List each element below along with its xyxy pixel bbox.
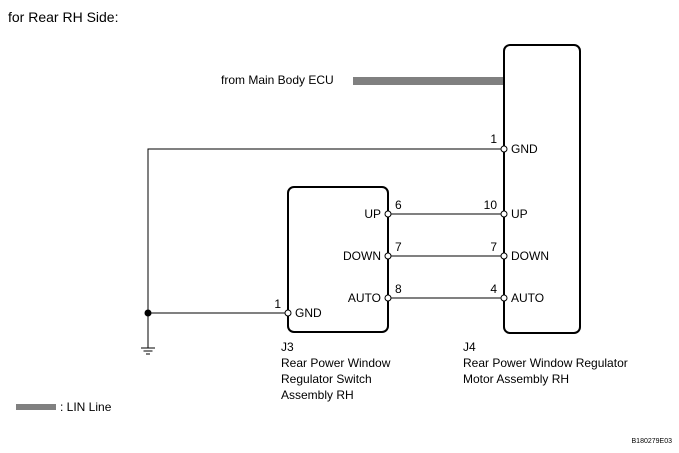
j3-name-line: Rear Power Window xyxy=(281,356,391,370)
j4-pin-auto xyxy=(500,294,508,302)
j4-pin-number: 4 xyxy=(490,282,497,296)
j3-pin-down xyxy=(384,252,392,260)
j4-pin-label: GND xyxy=(511,142,538,156)
j4-name-line: Motor Assembly RH xyxy=(463,372,569,386)
j3-pin-number: 7 xyxy=(395,240,402,254)
j4-pin-label: DOWN xyxy=(511,249,549,263)
legend: : LIN Line xyxy=(16,400,112,414)
j4-pin-number: 10 xyxy=(484,198,498,212)
j4-gnd-wire xyxy=(147,148,504,348)
lin-line xyxy=(353,77,504,85)
j3-pin-up xyxy=(384,210,392,218)
ground-junction-dot xyxy=(144,309,152,317)
j4-pin-up xyxy=(500,210,508,218)
figure-code: B180279E03 xyxy=(632,438,673,445)
j3-name-line: Assembly RH xyxy=(281,388,354,402)
lin-source-label: from Main Body ECU xyxy=(221,73,334,87)
j3-pin-label: DOWN xyxy=(343,249,381,263)
legend-label: : LIN Line xyxy=(60,400,112,414)
j3-pin-label: UP xyxy=(364,207,381,221)
j4-pin-down xyxy=(500,252,508,260)
j3-pin-number: 6 xyxy=(395,198,402,212)
j3-pin-number: 8 xyxy=(395,282,402,296)
diagram-title: for Rear RH Side: xyxy=(8,9,118,25)
j4-pin-gnd xyxy=(500,145,508,153)
j3-pin-auto xyxy=(384,294,392,302)
j3-pin-label: GND xyxy=(295,306,322,320)
wires xyxy=(147,148,504,348)
j4-pin-number: 1 xyxy=(490,132,497,146)
j4-pin-number: 7 xyxy=(490,240,497,254)
j4-caption: J4 Rear Power Window Regulator Motor Ass… xyxy=(463,340,628,386)
j3-pin-label: AUTO xyxy=(348,291,381,305)
j4-connector-box xyxy=(503,44,581,334)
j3-pin-gnd xyxy=(284,309,292,317)
lin-line-legend-swatch xyxy=(16,404,56,410)
j4-pin-label: UP xyxy=(511,207,528,221)
j3-connector-id: J3 xyxy=(281,340,294,354)
j3-caption: J3 Rear Power Window Regulator Switch As… xyxy=(281,340,391,402)
j4-pin-label: AUTO xyxy=(511,291,544,305)
j4-name-line: Rear Power Window Regulator xyxy=(463,356,628,370)
j3-pin-number: 1 xyxy=(274,297,281,311)
ground-icon xyxy=(141,347,155,355)
j4-connector-id: J4 xyxy=(463,340,476,354)
j3-name-line: Regulator Switch xyxy=(281,372,372,386)
